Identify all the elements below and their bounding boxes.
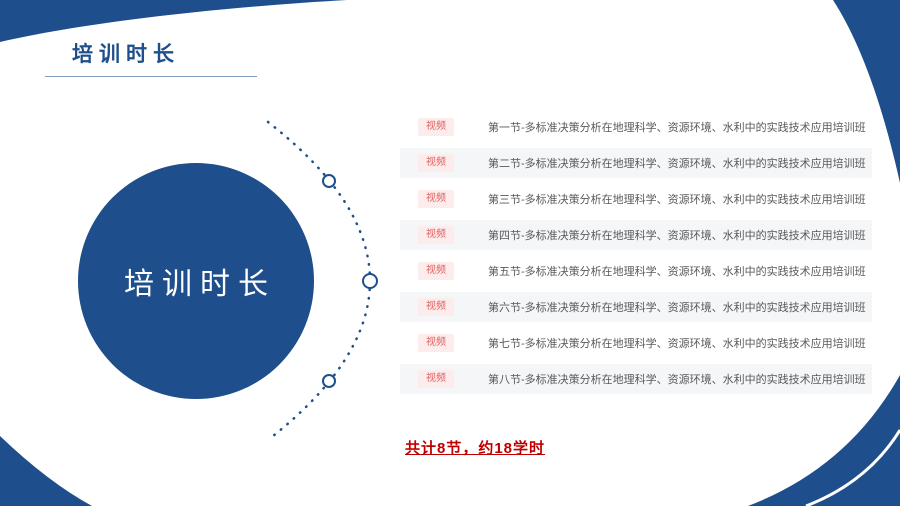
list-item: 视频 第八节-多标准决策分析在地理科学、资源环境、水利中的实践技术应用培训班 xyxy=(400,364,872,394)
video-badge: 视频 xyxy=(418,154,454,172)
course-title: 第四节-多标准决策分析在地理科学、资源环境、水利中的实践技术应用培训班 xyxy=(488,230,866,242)
list-item: 视频 第二节-多标准决策分析在地理科学、资源环境、水利中的实践技术应用培训班 xyxy=(400,148,872,178)
course-list: 视频 第一节-多标准决策分析在地理科学、资源环境、水利中的实践技术应用培训班 视… xyxy=(400,112,872,400)
course-title: 第一节-多标准决策分析在地理科学、资源环境、水利中的实践技术应用培训班 xyxy=(488,122,866,134)
decor-top-right-swoosh xyxy=(833,0,900,183)
video-badge: 视频 xyxy=(418,118,454,136)
topic-circle: 培训时长 xyxy=(78,163,314,399)
video-badge: 视频 xyxy=(418,262,454,280)
page-title: 培训时长 xyxy=(72,41,180,66)
list-item: 视频 第三节-多标准决策分析在地理科学、资源环境、水利中的实践技术应用培训班 xyxy=(400,184,872,214)
course-title: 第七节-多标准决策分析在地理科学、资源环境、水利中的实践技术应用培训班 xyxy=(488,338,866,350)
list-item: 视频 第七节-多标准决策分析在地理科学、资源环境、水利中的实践技术应用培训班 xyxy=(400,328,872,358)
arc-node-middle xyxy=(362,273,378,289)
list-item: 视频 第五节-多标准决策分析在地理科学、资源环境、水利中的实践技术应用培训班 xyxy=(400,256,872,286)
course-title: 第五节-多标准决策分析在地理科学、资源环境、水利中的实践技术应用培训班 xyxy=(488,266,866,278)
list-item: 视频 第四节-多标准决策分析在地理科学、资源环境、水利中的实践技术应用培训班 xyxy=(400,220,872,250)
course-title: 第八节-多标准决策分析在地理科学、资源环境、水利中的实践技术应用培训班 xyxy=(488,374,866,386)
course-title: 第二节-多标准决策分析在地理科学、资源环境、水利中的实践技术应用培训班 xyxy=(488,158,866,170)
decor-top-left-swoosh xyxy=(0,0,347,42)
arc-node-bottom xyxy=(322,374,336,388)
video-badge: 视频 xyxy=(418,334,454,352)
course-title: 第六节-多标准决策分析在地理科学、资源环境、水利中的实践技术应用培训班 xyxy=(488,302,866,314)
decor-bottom-left-swoosh xyxy=(0,436,92,506)
arc-node-top xyxy=(322,174,336,188)
video-badge: 视频 xyxy=(418,226,454,244)
video-badge: 视频 xyxy=(418,298,454,316)
list-item: 视频 第六节-多标准决策分析在地理科学、资源环境、水利中的实践技术应用培训班 xyxy=(400,292,872,322)
list-item: 视频 第一节-多标准决策分析在地理科学、资源环境、水利中的实践技术应用培训班 xyxy=(400,112,872,142)
heading-underline xyxy=(45,76,257,77)
heading-block: 培训时长 xyxy=(45,38,257,77)
video-badge: 视频 xyxy=(418,370,454,388)
topic-circle-label: 培训时长 xyxy=(124,267,276,302)
decor-bottom-right-white-arc xyxy=(805,429,900,506)
summary-text: 共计8节，约18学时 xyxy=(405,440,546,457)
video-badge: 视频 xyxy=(418,190,454,208)
course-title: 第三节-多标准决策分析在地理科学、资源环境、水利中的实践技术应用培训班 xyxy=(488,194,866,206)
